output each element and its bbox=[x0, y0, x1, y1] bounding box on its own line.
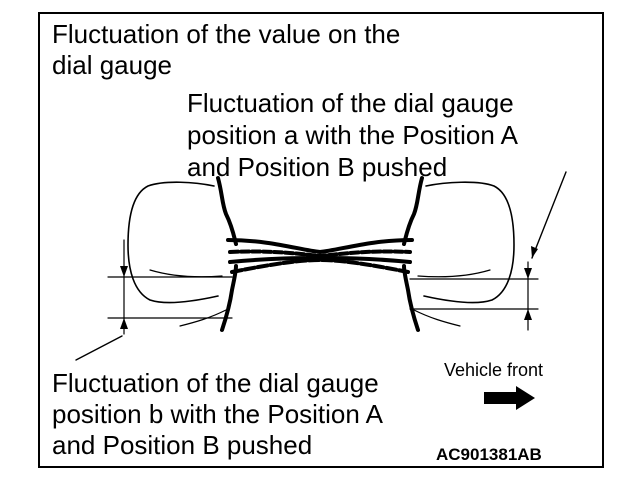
vehicle-front-label: Vehicle front bbox=[444, 360, 544, 380]
left-dim-arrow-bottom bbox=[120, 318, 128, 329]
beam-line-3 bbox=[228, 256, 412, 264]
leader-b bbox=[75, 335, 123, 361]
left-tire-inner bbox=[149, 269, 223, 278]
left-tire-lower bbox=[179, 309, 227, 327]
label-b-line-3: and Position B pushed bbox=[52, 430, 313, 460]
right-dim-arrow-bottom bbox=[524, 309, 532, 320]
leader-a-arrowhead bbox=[531, 246, 538, 258]
heading-line-1: Fluctuation of the value on the bbox=[52, 19, 401, 49]
label-a-line-2: position a with the Position A bbox=[187, 120, 518, 150]
right-arrow-icon bbox=[484, 386, 535, 410]
right-upper-bracket bbox=[402, 176, 424, 246]
left-upper-bracket bbox=[216, 176, 238, 246]
figure-code: AC901381AB bbox=[436, 445, 542, 464]
right-tire-inner bbox=[417, 269, 491, 278]
left-lower-bracket bbox=[220, 264, 238, 332]
label-b-line-1: Fluctuation of the dial gauge bbox=[52, 368, 379, 398]
left-dim-arrow-top bbox=[120, 266, 128, 277]
right-lower-bracket bbox=[402, 264, 420, 332]
right-dim-arrow-top bbox=[524, 268, 532, 279]
label-a-line-1: Fluctuation of the dial gauge bbox=[187, 88, 514, 118]
figure-frame bbox=[38, 12, 604, 468]
label-b-line-2: position b with the Position A bbox=[52, 399, 383, 429]
left-wheel bbox=[127, 181, 219, 304]
label-a-line-3: and Position B pushed bbox=[187, 152, 448, 182]
right-wheel bbox=[423, 181, 515, 304]
heading-line-2: dial gauge bbox=[52, 50, 172, 80]
right-tire-lower bbox=[413, 309, 461, 327]
beam-line-1 bbox=[226, 238, 414, 254]
leader-a bbox=[531, 171, 567, 259]
beam-line-4 bbox=[230, 258, 410, 274]
